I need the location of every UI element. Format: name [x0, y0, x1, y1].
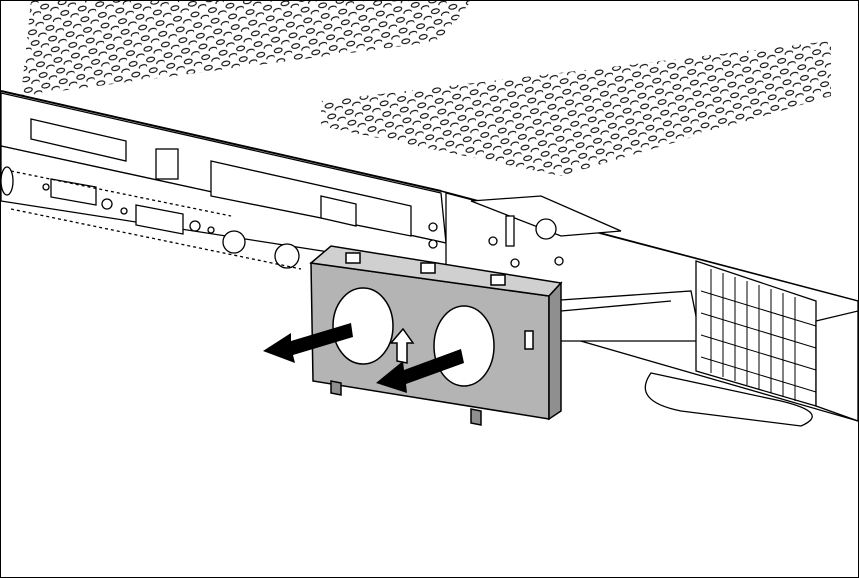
removal-arrow-left — [263, 323, 353, 363]
expansion-slot-cover — [210, 160, 412, 237]
video-port — [135, 204, 184, 235]
ps2-port-mouse — [222, 230, 246, 254]
bracket-opening-right — [433, 305, 495, 387]
bracket-opening-left — [332, 287, 394, 365]
slot-latch — [155, 148, 179, 180]
serial-port — [50, 178, 97, 206]
power-supply-handle — [644, 372, 813, 427]
vent-holes-right — [321, 41, 831, 176]
pci-slot — [30, 118, 127, 162]
ps2-port-keyboard — [274, 243, 300, 269]
port-bracket — [309, 245, 563, 426]
vent-holes-left — [21, 1, 471, 96]
chassis-side — [428, 192, 858, 427]
rear-panel — [1, 92, 452, 272]
up-arrow-icon — [389, 327, 415, 364]
removal-arrow-right — [376, 349, 464, 393]
removal-arrow-icon — [263, 323, 464, 393]
